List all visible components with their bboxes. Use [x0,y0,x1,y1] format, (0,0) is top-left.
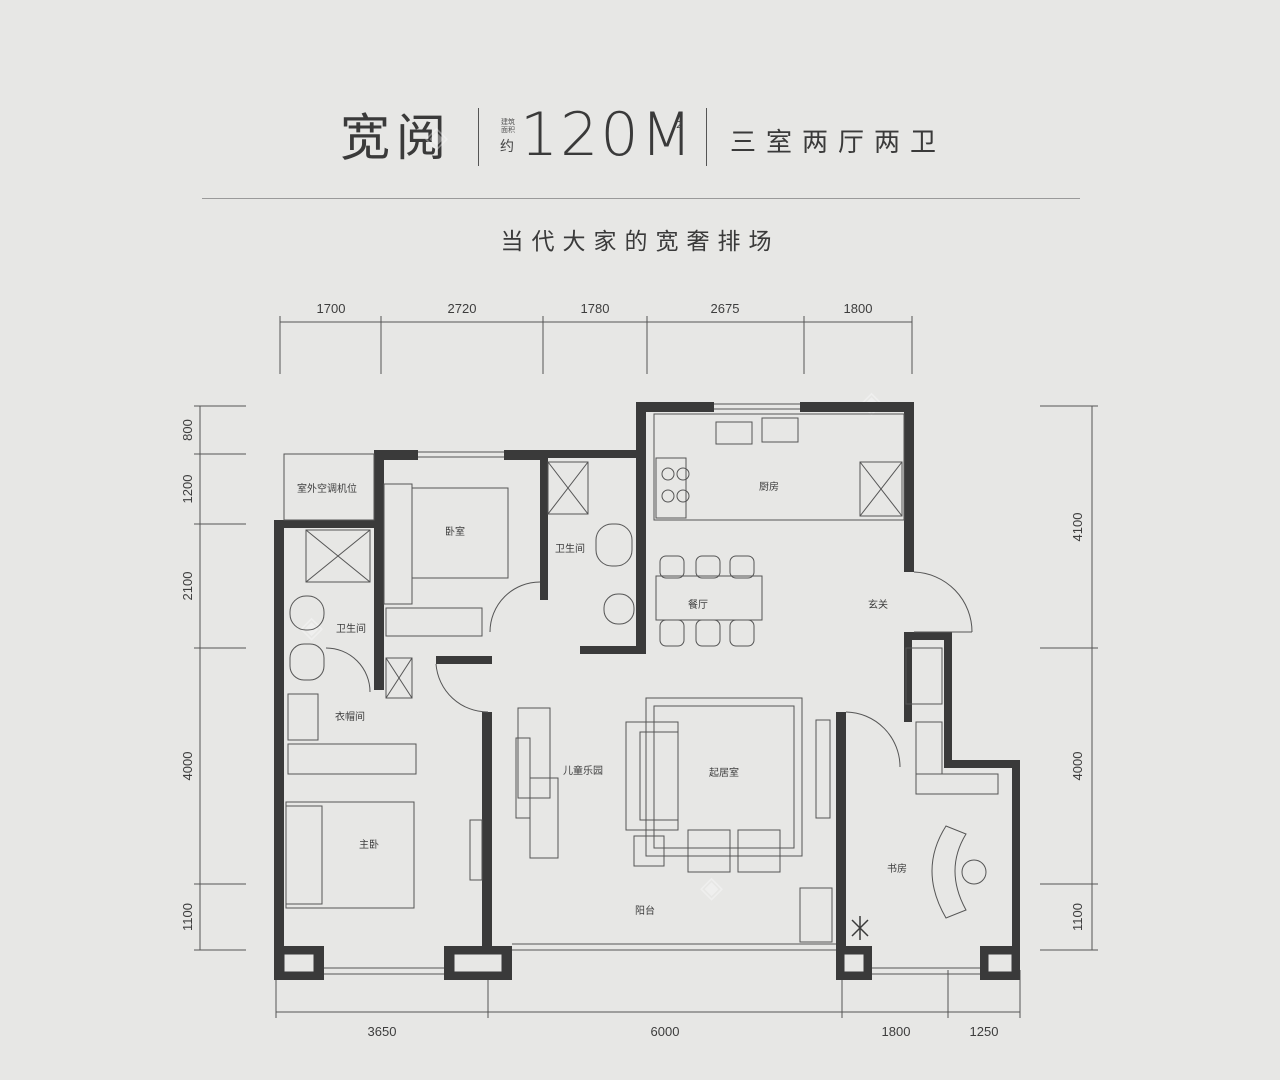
room-foyer: 玄关 [868,598,888,611]
room-bedroom: 卧室 [445,525,465,538]
dimension-labels: 1700 2720 1780 2675 1800 3650 6000 1800 … [180,301,1085,1039]
dim-bottom-2: 6000 [651,1024,680,1039]
dim-top-2: 2720 [448,301,477,316]
room-study: 书房 [887,862,907,875]
room-ac-unit: 室外空调机位 [297,482,357,495]
dim-left-5: 1100 [180,903,195,931]
walls [274,402,1020,980]
dim-right-2: 4000 [1070,752,1085,781]
dim-left-3: 2100 [180,572,195,601]
approx-label: 约 [500,139,514,155]
room-kitchen: 厨房 [759,480,779,493]
compass-icon [851,916,869,940]
plan-header: 宽阅 建筑面积 约 120M 2 三室两厅两卫 当代大家的宽奢排场 [0,0,1280,260]
watermark-logo: ◈ [425,120,451,155]
layout-type: 三室两厅两卫 [730,128,947,158]
dim-right-3: 1100 [1070,903,1085,931]
room-master-bedroom: 主卧 [359,838,379,851]
area-value: 120M [520,100,695,170]
watermark-logo: ◈ [700,870,726,905]
dim-left-1: 800 [180,419,195,441]
door-swings [325,571,973,768]
windows [283,403,980,975]
room-labels: 室外空调机位 卧室 卫生间 厨房 餐厅 玄关 卫生间 衣帽间 儿童乐园 起居室 … [297,480,907,917]
room-living-room: 起居室 [709,766,739,779]
furniture [285,413,999,943]
title-separator-left [478,108,479,166]
room-bathroom-1: 卫生间 [336,622,366,635]
window-inserts [283,953,1013,973]
dim-bottom-4: 1250 [970,1024,999,1039]
dim-top-5: 1800 [844,301,873,316]
watermark-logo: ◈ [300,610,326,645]
dim-left-2: 1200 [180,475,195,504]
tagline: 当代大家的宽奢排场 [500,229,780,255]
dim-top-1: 1700 [317,301,346,316]
title-separator-right [706,108,707,166]
header-rule [202,198,1080,199]
area-label: 建筑面积 [501,118,515,134]
dim-right-1: 4100 [1070,513,1085,542]
area-unit-superscript: 2 [676,120,683,131]
room-kids-area: 儿童乐园 [563,764,603,777]
dim-left-4: 4000 [180,752,195,781]
dim-bottom-3: 1800 [882,1024,911,1039]
room-balcony: 阳台 [635,904,655,917]
dim-top-3: 1780 [581,301,610,316]
dim-bottom-1: 3650 [368,1024,397,1039]
dimension-lines [194,316,1098,1018]
unit-name: 宽阅 [340,109,452,167]
room-dining: 餐厅 [688,598,708,611]
dim-top-4: 2675 [711,301,740,316]
room-closet: 衣帽间 [335,710,365,723]
room-bathroom-2: 卫生间 [555,542,585,555]
